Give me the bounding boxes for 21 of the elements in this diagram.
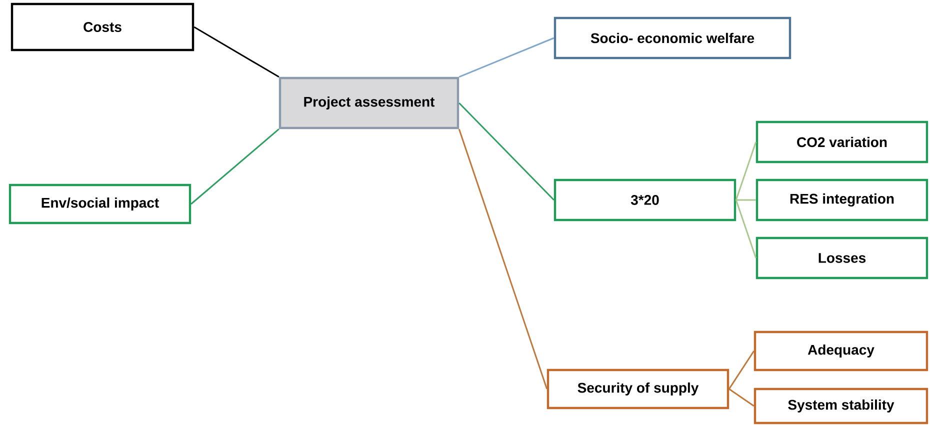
- text-box: RES integration: [756, 178, 928, 222]
- text-box: System stability: [754, 388, 928, 424]
- connector-line: [190, 128, 280, 205]
- text-box: Socio- economic welfare: [554, 16, 792, 60]
- connector-line: [728, 388, 754, 407]
- text-box: Losses: [756, 236, 928, 280]
- connector-line: [458, 128, 548, 390]
- text-box: Project assessment: [278, 76, 460, 130]
- text-box: 3*20: [554, 178, 736, 222]
- text-box: Env/social impact: [8, 184, 192, 224]
- connector-line: [194, 26, 280, 78]
- text-box: Security of supply: [546, 368, 730, 410]
- text-box: CO2 variation: [756, 120, 928, 164]
- connector-line: [735, 200, 757, 258]
- text-box: Adequacy: [754, 330, 928, 372]
- connector-line: [458, 37, 554, 78]
- connector-line: [735, 142, 757, 200]
- connector-line: [458, 102, 554, 201]
- text-box: Costs: [10, 2, 194, 52]
- connector-line: [736, 199, 756, 201]
- connector-line: [728, 350, 755, 390]
